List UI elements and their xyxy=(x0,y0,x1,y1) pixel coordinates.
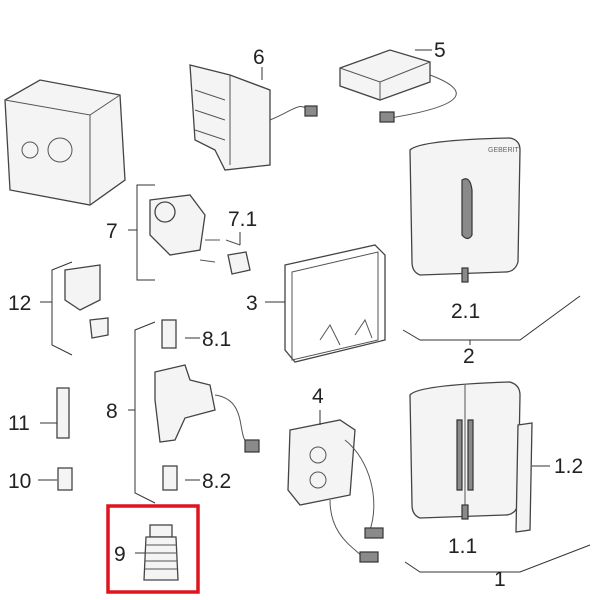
label-5: 5 xyxy=(434,39,446,62)
label-7-1: 7.1 xyxy=(228,208,257,231)
label-8-2: 8.2 xyxy=(202,470,231,493)
part-9-bellows xyxy=(143,524,179,581)
part-2-cover-plate: GEBERIT xyxy=(409,137,521,276)
part-1-dual-cover-plate xyxy=(409,381,521,519)
part-5-power-supply xyxy=(339,49,457,123)
part-7-valve xyxy=(149,194,220,263)
label-1-1: 1.1 xyxy=(448,535,477,558)
label-7: 7 xyxy=(106,220,118,243)
label-2-1: 2.1 xyxy=(451,300,480,323)
part-4-electronics xyxy=(287,419,384,563)
label-12: 12 xyxy=(8,292,31,315)
label-1: 1 xyxy=(494,568,506,591)
label-6: 6 xyxy=(253,46,265,69)
part-6-mounting-frame xyxy=(189,64,318,171)
part-12-bracket xyxy=(64,264,109,339)
part-8-solenoid-valve xyxy=(154,364,260,453)
part-2-1-screw xyxy=(461,267,469,283)
installation-box xyxy=(4,79,126,206)
part-1-2-side-strip xyxy=(515,422,533,533)
leader-lines xyxy=(38,49,591,580)
label-11: 11 xyxy=(8,412,30,435)
part-1-1-screw xyxy=(461,504,469,520)
label-4: 4 xyxy=(312,385,324,408)
label-1-2: 1.2 xyxy=(554,455,583,478)
part-7-1-filter xyxy=(225,239,251,275)
part-8-2-sleeve xyxy=(162,465,178,491)
part-3-frame xyxy=(284,244,386,363)
part-10-sleeve xyxy=(57,467,73,491)
part-11-sensor-rod xyxy=(56,387,70,439)
brand-logo: GEBERIT xyxy=(488,147,519,154)
label-3: 3 xyxy=(246,292,258,315)
label-8-1: 8.1 xyxy=(202,328,231,351)
label-10: 10 xyxy=(8,470,31,493)
part-8-1-filter xyxy=(161,319,177,349)
label-2: 2 xyxy=(463,345,475,368)
label-8: 8 xyxy=(106,400,118,423)
label-9: 9 xyxy=(114,543,126,566)
highlight-box xyxy=(106,504,200,594)
